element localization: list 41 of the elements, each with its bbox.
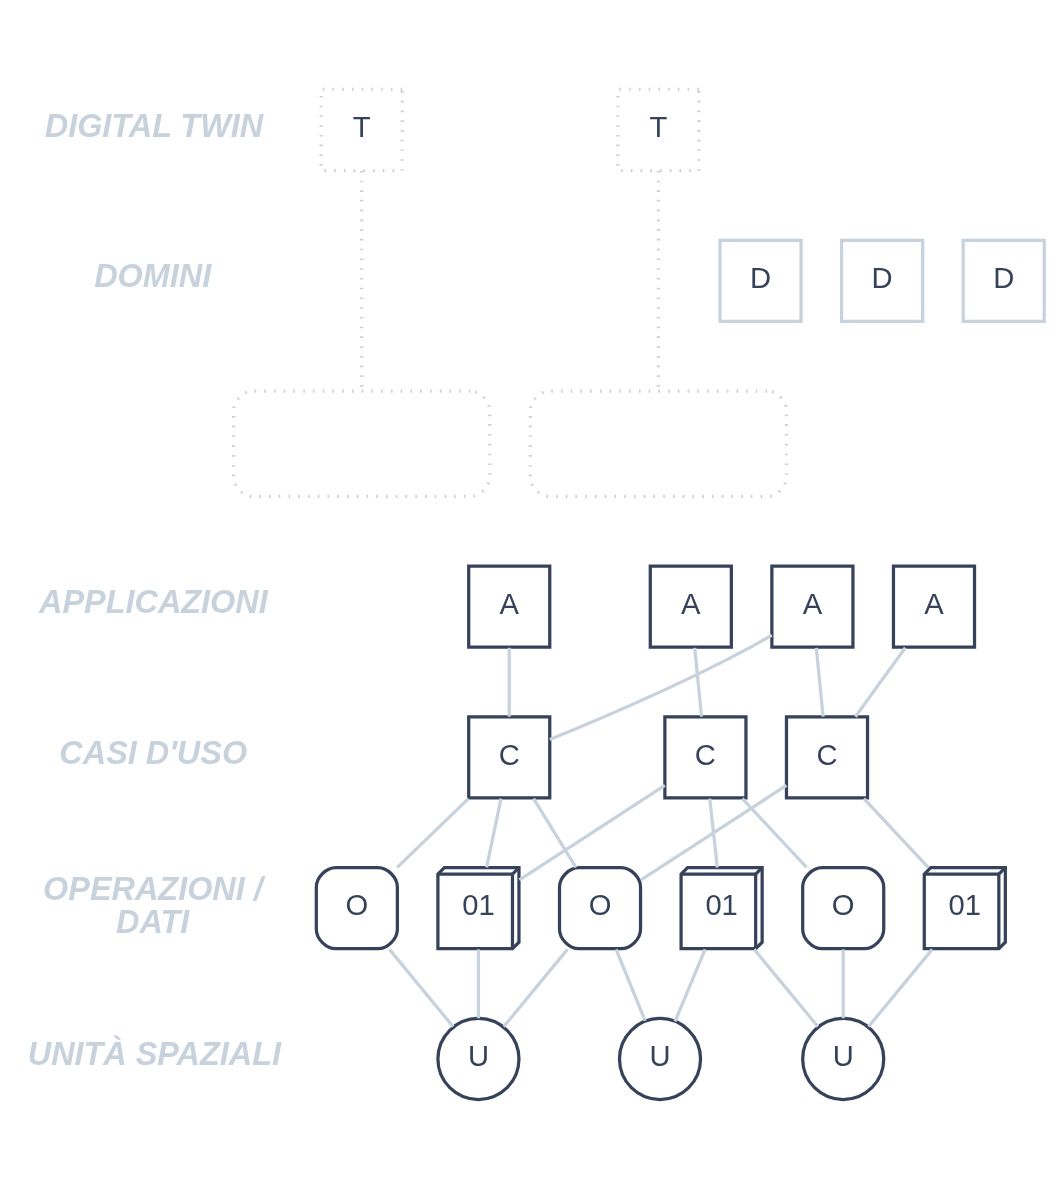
node-box: D — [718, 238, 803, 323]
node-box: A — [467, 564, 552, 649]
node-box: A — [648, 564, 733, 649]
connector — [388, 948, 455, 1028]
node-box: C — [784, 715, 870, 800]
connector — [476, 949, 481, 1019]
node-box: C — [467, 715, 552, 800]
connector — [502, 948, 569, 1028]
connector — [708, 798, 719, 868]
node-circle: U — [801, 1016, 886, 1102]
node-box: A — [891, 564, 977, 649]
connector — [741, 797, 808, 869]
node-box: D — [839, 238, 925, 323]
node-box — [528, 389, 789, 499]
node-box: O — [557, 866, 643, 951]
connector — [396, 797, 470, 869]
node-box — [232, 389, 492, 499]
connector — [532, 797, 578, 869]
node-box: D — [961, 238, 1046, 323]
node-circle: U — [436, 1016, 521, 1102]
node-circle: U — [617, 1016, 703, 1102]
connector — [549, 633, 773, 742]
connector — [752, 948, 820, 1028]
connector — [507, 647, 511, 717]
node-box: A — [770, 564, 855, 649]
node-box: C — [663, 715, 748, 800]
connector — [841, 949, 845, 1019]
node-box: T — [616, 87, 701, 173]
connector — [518, 784, 666, 882]
connector — [485, 798, 503, 868]
connector — [614, 948, 647, 1022]
connector — [673, 948, 707, 1022]
connector — [640, 784, 788, 882]
connector — [862, 797, 930, 869]
node-box: T — [319, 87, 404, 173]
connector — [854, 646, 907, 718]
connector — [814, 647, 825, 717]
connector — [693, 647, 704, 717]
node-box: O — [314, 866, 399, 951]
connector — [867, 948, 934, 1028]
node-box: O — [801, 866, 886, 951]
